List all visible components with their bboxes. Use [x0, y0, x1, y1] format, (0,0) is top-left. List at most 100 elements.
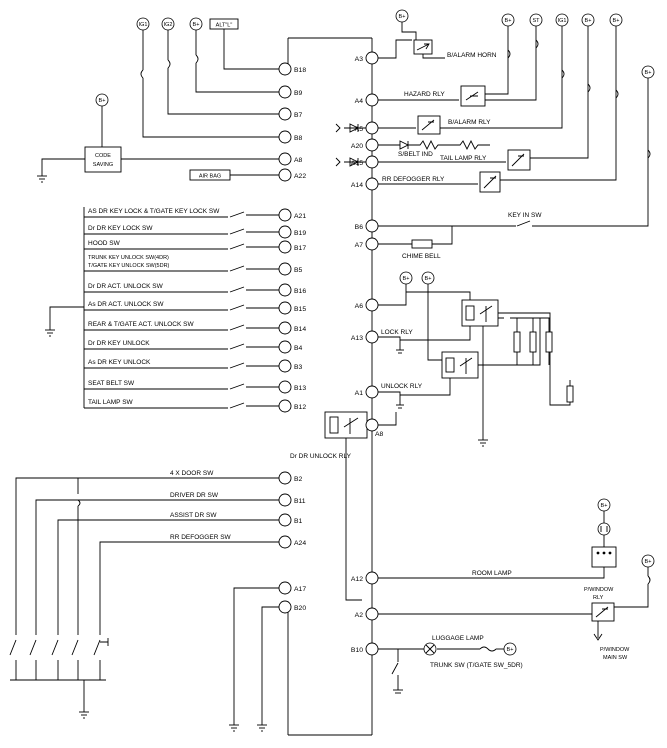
fuse-keyin	[647, 149, 651, 159]
right-pin-a14-label: A14	[351, 182, 363, 189]
luggage-lamp-label: LUGGAGE LAMP	[432, 635, 484, 642]
power-bplus-pwindow: B+	[641, 554, 655, 568]
right-pin-b6: B6	[355, 219, 379, 233]
left-pin-b4: B4	[278, 340, 303, 354]
unlock-rly-label: UNLOCK RLY	[381, 383, 423, 390]
fuse-defog	[615, 89, 619, 99]
fuse-bplus-b9	[195, 54, 199, 64]
b-alarm-rly-label: B/ALARM RLY	[448, 119, 491, 126]
fuse-st	[535, 39, 539, 49]
switch-row-b16: Dr DR ACT. UNLOCK SW	[84, 283, 279, 293]
horn-relay	[413, 39, 433, 55]
right-pin-a4-label: A4	[355, 98, 364, 105]
left-pin-a17-label: A17	[294, 586, 306, 593]
fuse-luggage	[479, 646, 497, 652]
dr-dr-unlock-relay	[324, 411, 368, 439]
switch-row-b15: As DR ACT. UNLOCK SW	[84, 301, 279, 311]
hazard-rly-label: HAZARD RLY	[404, 91, 445, 98]
left-pin-b1-label: B1	[294, 518, 303, 525]
switch-4x-door-label: 4 X DOOR SW	[170, 470, 214, 477]
left-pin-b8: B8	[278, 130, 303, 144]
b-alarm-horn-label: B/ALARM HORN	[447, 52, 497, 59]
left-pin-b9: B9	[278, 85, 303, 99]
left-pin-b3-label: B3	[294, 364, 303, 371]
wire-switch-ground	[49, 306, 84, 330]
door-switch-contacts	[9, 638, 109, 712]
switch-trunk-key-unlock-label1: TRUNK KEY UNLOCK SW(4DR)	[88, 255, 169, 261]
ground-symbol-unlock	[396, 404, 404, 409]
left-pin-b19: B19	[278, 225, 306, 239]
alt-l-box: ALT"L"	[209, 18, 239, 30]
power-bplus-hazard-label: B+	[505, 18, 512, 24]
right-pin-a3-label: A3	[355, 56, 364, 63]
right-pin-a2-label: A2	[355, 612, 364, 619]
left-pin-b20: B20	[278, 600, 306, 614]
switch-row-b5: TRUNK KEY UNLOCK SW(4DR) T/GATE KEY UNLO…	[84, 255, 279, 272]
wire-alarm-ig1	[440, 26, 563, 129]
wire-a17-ground	[233, 587, 279, 725]
ground-symbol-b20	[257, 724, 267, 732]
code-saving-line2: SAVING	[93, 162, 113, 168]
wire-bplus2-unlock	[427, 284, 442, 361]
lock-rly-label: LOCK RLY	[381, 329, 413, 336]
left-pin-b12: B12	[278, 399, 306, 413]
switch-dr-dr-key-lock-label: Dr DR KEY LOCK SW	[88, 225, 153, 232]
power-bplus-luggage: B+	[503, 642, 517, 656]
dr-dr-unlock-rly-label: Dr DR UNLOCK RLY	[290, 453, 352, 460]
left-pin-b4-label: B4	[294, 345, 303, 352]
fuse-ig1-right	[561, 69, 565, 79]
left-pin-b17-label: B17	[294, 245, 306, 252]
left-pin-b18: B18	[278, 62, 306, 76]
arrow-pwindow	[593, 633, 603, 641]
right-pin-a13: A13	[351, 330, 379, 344]
power-bplus-horn: B+	[395, 9, 409, 23]
luggage-lamp	[423, 642, 437, 656]
left-pin-a22-label: A22	[294, 173, 306, 180]
wire-lock-coil	[400, 326, 471, 341]
wire-a1-unlock	[378, 391, 401, 405]
p-window-rly-label1: P/WINDOW	[584, 587, 614, 593]
power-bplus-lock2-label: B+	[425, 276, 432, 282]
power-bplus-horn-label: B+	[399, 14, 406, 20]
left-pin-b12-label: B12	[294, 404, 306, 411]
wire-a7-chime	[378, 226, 453, 245]
switch-row-b3: As DR KEY UNLOCK	[84, 359, 279, 369]
left-pin-b13-label: B13	[294, 385, 306, 392]
left-pin-b16: B16	[278, 283, 306, 297]
left-pin-b8-label: B8	[294, 135, 303, 142]
right-pin-b6-label: B6	[355, 224, 364, 231]
s-belt-ind-label: S/BELT IND	[398, 151, 433, 158]
power-bplus-lock1-label: B+	[403, 276, 410, 282]
wire-alt-b18	[223, 29, 279, 70]
air-bag-box: AIR BAG	[189, 169, 231, 181]
wire-a8-right	[378, 412, 397, 426]
power-bplus-top-left: B+	[189, 17, 203, 31]
wire-ig1-b8	[142, 30, 279, 138]
left-pin-b20-label: B20	[294, 605, 306, 612]
switch-row-b17: HOOD SW	[84, 240, 279, 250]
power-bplus-top-left-label: B+	[193, 22, 200, 28]
left-pin-a8: A8	[278, 152, 303, 166]
arrow-a5	[335, 123, 341, 133]
right-pin-a20-label: A20	[351, 143, 363, 150]
power-bplus-keyin-label: B+	[645, 70, 652, 76]
switch-row-b13: SEAT BELT SW	[84, 380, 279, 390]
code-saving-line1: CODE	[95, 153, 111, 159]
ground-symbol-code	[37, 175, 47, 183]
left-pin-a8-label: A8	[294, 157, 303, 164]
power-bplus-code-label: B+	[99, 98, 106, 104]
switch-row-a21: AS DR KEY LOCK & T/GATE KEY LOCK SW	[84, 208, 279, 218]
power-bplus-lock1: B+	[399, 271, 413, 285]
power-ig2-label: IG2	[164, 22, 173, 28]
right-pin-a5-label: A5	[355, 126, 364, 133]
left-pin-b15-label: B15	[294, 306, 306, 313]
wire-lock-feed	[406, 291, 471, 300]
diode-a15	[349, 157, 360, 167]
air-bag-label: AIR BAG	[199, 174, 221, 180]
switch-tail-lamp-label: TAIL LAMP SW	[88, 399, 134, 406]
left-pin-b9-label: B9	[294, 90, 303, 97]
chime-bell	[411, 239, 433, 249]
right-pin-a3: A3	[355, 51, 379, 65]
switch-row-b14: REAR & T/GATE ACT. UNLOCK SW	[84, 321, 279, 331]
wire-defog-bplus	[500, 26, 617, 181]
